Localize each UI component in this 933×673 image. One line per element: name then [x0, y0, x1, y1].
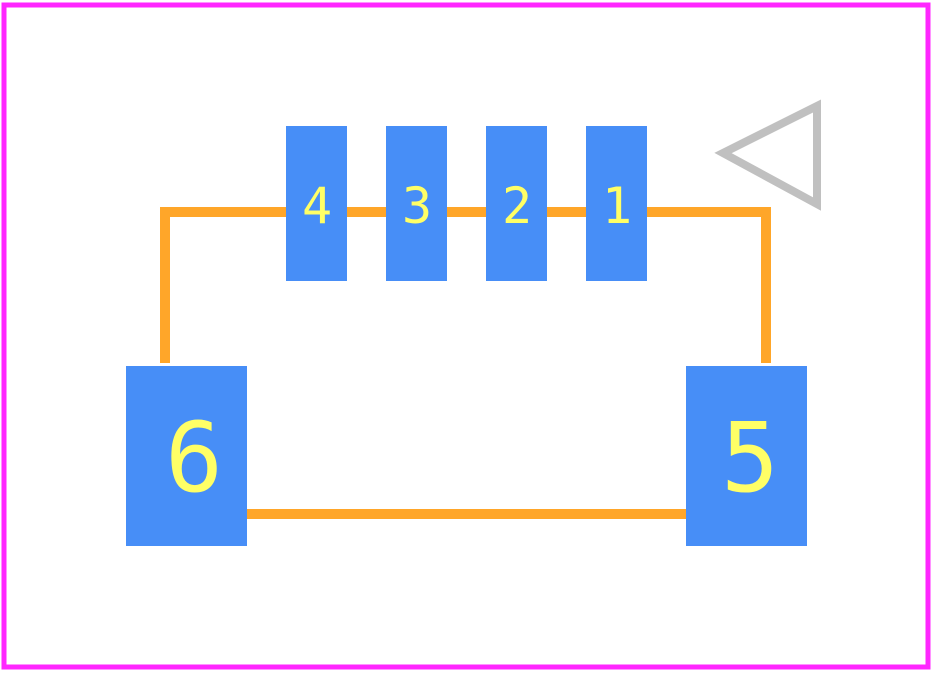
- pad-2-copper: [486, 126, 547, 281]
- pad-6-label: 6: [165, 402, 223, 514]
- pad-5[interactable]: 5: [686, 366, 807, 546]
- pad-5-label: 5: [721, 402, 779, 514]
- silkscreen-outline-top: [160, 207, 771, 363]
- pad-4[interactable]: 4: [286, 126, 347, 281]
- pad-1-copper: [586, 126, 647, 281]
- pin1-triangle-icon: [714, 99, 821, 211]
- pad-5-copper: [686, 366, 807, 546]
- pad-3[interactable]: 3: [386, 126, 447, 281]
- pad-3-label: 3: [402, 177, 432, 235]
- pad-3-copper: [386, 126, 447, 281]
- pad-4-label: 4: [302, 177, 332, 235]
- pad-4-copper: [286, 126, 347, 281]
- pad-2[interactable]: 2: [486, 126, 547, 281]
- pad-1[interactable]: 1: [586, 126, 647, 281]
- pad-2-label: 2: [502, 177, 532, 235]
- pad-1-label: 1: [602, 177, 632, 235]
- pad-6[interactable]: 6: [126, 366, 247, 546]
- pad-6-copper: [126, 366, 247, 546]
